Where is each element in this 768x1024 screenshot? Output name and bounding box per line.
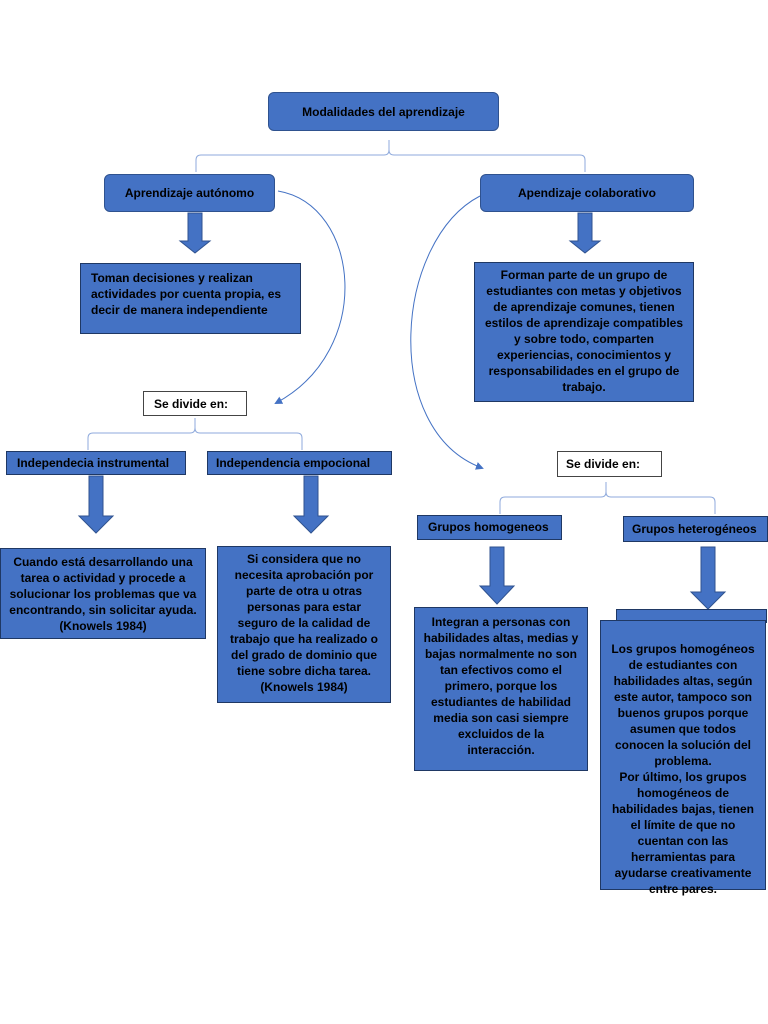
right-divide-brace xyxy=(499,482,716,514)
description-text: Cuando está desarrollando una tarea o ac… xyxy=(9,555,197,633)
description-text: Integran a personas con habilidades alta… xyxy=(423,615,579,757)
arrow-down-icon xyxy=(478,546,516,605)
arrow-down-icon xyxy=(292,475,330,534)
root-brace xyxy=(195,140,586,172)
arrow-down-icon xyxy=(689,546,727,610)
node-title: Independecia instrumental xyxy=(17,456,170,470)
node-grupos-heterogeneos: Grupos heterogéneos xyxy=(623,516,768,542)
arrow-down-icon xyxy=(568,212,602,254)
description-text: Si considera que no necesita aprobación … xyxy=(229,552,379,694)
homogeneos-description: Integran a personas con habilidades alta… xyxy=(414,607,588,771)
node-title: Grupos heterogéneos xyxy=(632,522,757,536)
node-grupos-homogeneos: Grupos homogeneos xyxy=(417,515,562,540)
node-independencia-instrumental: Independecia instrumental xyxy=(6,451,186,475)
arrow-down-icon xyxy=(77,475,115,534)
description-text: Forman parte de un grupo de estudiantes … xyxy=(484,268,684,394)
autonomo-description: Toman decisiones y realizan actividades … xyxy=(80,263,301,334)
description-text: Los grupos homogéneos de estudiantes con… xyxy=(611,642,755,896)
right-divides-label: Se divide en: xyxy=(557,451,662,477)
heterogeneos-description: Los grupos homogéneos de estudiantes con… xyxy=(600,620,766,896)
node-title: Aprendizaje autónomo xyxy=(124,186,255,200)
node-title: Grupos homogeneos xyxy=(428,520,549,534)
divides-text: Se divide en: xyxy=(154,396,229,411)
node-title: Independencia empocional xyxy=(216,456,371,470)
root-node: Modalidades del aprendizaje xyxy=(268,92,499,131)
arrow-down-icon xyxy=(178,212,212,254)
node-independencia-emocional: Independencia empocional xyxy=(207,451,392,475)
left-divide-brace xyxy=(87,418,303,450)
instrumental-description: Cuando está desarrollando una tarea o ac… xyxy=(0,548,206,639)
colaborativo-description: Forman parte de un grupo de estudiantes … xyxy=(474,262,694,402)
emocional-description: Si considera que no necesita aprobación … xyxy=(217,546,391,703)
root-title: Modalidades del aprendizaje xyxy=(302,104,465,119)
curve-to-right-divide xyxy=(410,195,484,470)
divides-text: Se divide en: xyxy=(566,457,641,471)
left-divides-label: Se divide en: xyxy=(143,391,247,416)
node-aprendizaje-colaborativo: Apendizaje colaborativo xyxy=(480,174,694,212)
node-title: Apendizaje colaborativo xyxy=(517,186,657,200)
node-aprendizaje-autonomo: Aprendizaje autónomo xyxy=(104,174,275,212)
description-text: Toman decisiones y realizan actividades … xyxy=(91,271,282,317)
